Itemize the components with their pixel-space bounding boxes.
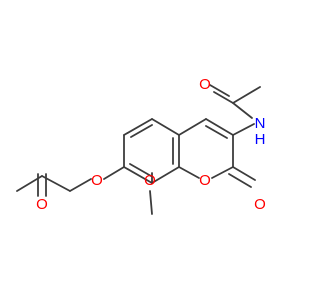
bond-c5-c6-inner bbox=[130, 124, 153, 138]
bond-c-acetyl-ch3 bbox=[232, 86, 261, 104]
bond-c3-c4-inner bbox=[205, 125, 228, 139]
bond-c4-c4a bbox=[178, 118, 207, 136]
bond-n-c-acetyl bbox=[232, 102, 253, 119]
bond-o-ether-c7 bbox=[103, 166, 125, 180]
bond-c4a-c5 bbox=[151, 118, 180, 136]
atom-label-layer: O O O O O N H O bbox=[36, 76, 266, 213]
bond-c8a-o-ring bbox=[178, 166, 200, 179]
atom-o-acetyl: O bbox=[199, 76, 211, 93]
bond-c3-c4 bbox=[205, 118, 234, 136]
bond-c3-n bbox=[232, 123, 255, 136]
atom-o-methoxy: O bbox=[144, 172, 156, 189]
atom-h-amide: H bbox=[255, 131, 266, 148]
bond-c8-c8a bbox=[151, 166, 180, 184]
bond-o-methoxy-ch3 bbox=[149, 190, 153, 215]
bond-ch2-o-ether bbox=[69, 178, 92, 192]
bond-c7-c8 bbox=[123, 166, 153, 184]
bond-o-ring-c2 bbox=[211, 166, 234, 179]
bond-c2-o-left bbox=[232, 166, 256, 181]
atom-o-ketone: O bbox=[36, 196, 48, 213]
bond-c2-o-right bbox=[228, 173, 252, 188]
molecule-diagram: O O O O O N H O bbox=[16, 76, 266, 215]
atom-o-ether: O bbox=[91, 172, 103, 189]
atom-n-amide: N bbox=[255, 115, 266, 132]
bond-c7-c8-inner bbox=[129, 163, 152, 177]
atom-o-lactone: O bbox=[254, 196, 266, 213]
bond-c-acetyl-o-left bbox=[213, 91, 234, 104]
bond-c5-c6 bbox=[123, 118, 153, 136]
bond-layer bbox=[16, 84, 261, 215]
bond-c-acetyl-o-right bbox=[209, 84, 230, 97]
atom-o-ring: O bbox=[199, 172, 211, 189]
